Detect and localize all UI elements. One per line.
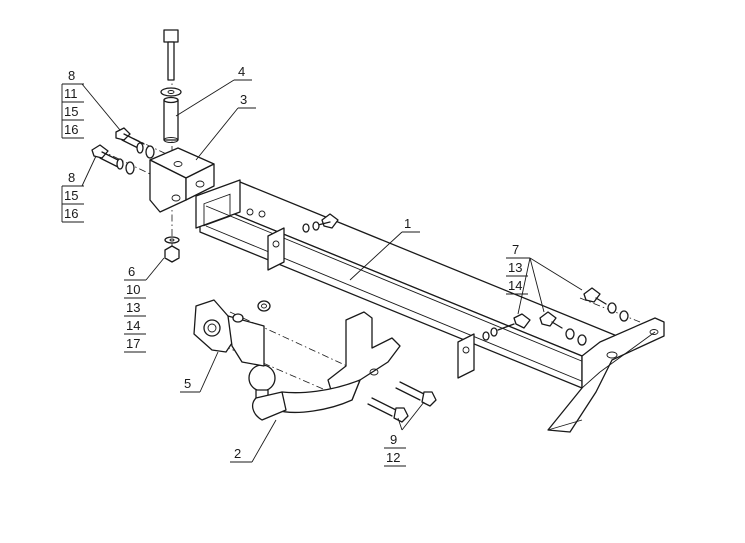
callout-5-label: 5 [184,376,191,391]
callout-8b-item: 8 [68,170,75,185]
callout-2-label: 2 [234,446,241,461]
callout-6-item: 17 [126,336,140,351]
callout-8a-item: 16 [64,122,78,137]
callout-2: 2 [234,446,241,461]
vertical-bolt-part-4 [160,29,182,143]
callout-4: 4 [238,64,245,79]
towball-part-2 [248,311,401,421]
callout-8a-item: 11 [64,86,78,101]
callout-7-item: 7 [512,242,519,257]
mounting-bracket-part-3 [149,147,215,213]
leader-lines [81,79,583,463]
callout-9-item: 9 [390,432,397,447]
callout-8b-stack: 8 15 16 [61,170,84,223]
callout-6-stack: 6 10 13 14 17 [124,264,146,353]
callout-6-item: 10 [126,282,140,297]
callout-7-item: 14 [508,278,522,293]
callout-8b-item: 16 [64,206,78,221]
callout-3-label: 3 [240,92,247,107]
callout-8a-stack: 8 11 15 16 [61,68,84,139]
bracket-bolts [91,127,155,175]
towball-bolts-part-9 [367,381,437,423]
callout-7-stack: 7 13 14 [506,242,530,295]
callout-7-item: 13 [508,260,522,275]
callout-4-label: 4 [238,64,245,79]
callout-8a-item: 15 [64,104,78,119]
callout-9-stack: 9 12 [384,432,406,467]
callout-8b-item: 15 [64,188,78,203]
callout-5: 5 [184,376,191,391]
callout-8a-item: 8 [68,68,75,83]
callout-1-label: 1 [404,216,411,231]
callout-3: 3 [240,92,247,107]
callout-9-item: 12 [386,450,400,465]
callout-6-item: 13 [126,300,140,315]
callout-1: 1 [404,216,411,231]
right-bolts-part-7 [302,213,629,346]
socket-bracket-part-5 [193,299,271,367]
callout-6-item: 6 [128,264,135,279]
callout-6-item: 14 [126,318,140,333]
lower-nut-washer [164,236,180,263]
